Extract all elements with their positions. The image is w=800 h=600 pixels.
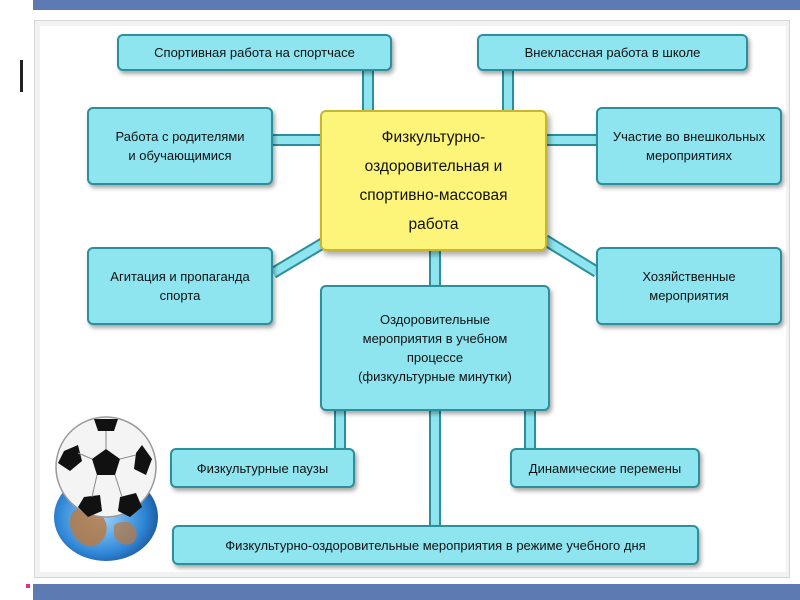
node-breaks: Динамические перемены xyxy=(510,448,700,488)
node-health-lesson: Оздоровительные мероприятия в учебном пр… xyxy=(320,285,550,411)
soccer-ball-globe-icon xyxy=(54,416,158,561)
top-accent-band xyxy=(33,0,800,10)
corner-marker xyxy=(26,584,30,588)
node-outside-events: Участие во внешкольных мероприятиях xyxy=(596,107,782,185)
node-sport-lesson: Спортивная работа на спортчасе xyxy=(117,34,392,71)
node-agitation: Агитация и пропаганда спорта xyxy=(87,247,273,325)
node-center: Физкультурно- оздоровительная и спортивн… xyxy=(320,110,547,251)
bottom-accent-band xyxy=(33,584,800,600)
node-pauses: Физкультурные паузы xyxy=(170,448,355,488)
node-parents: Работа с родителями и обучающимися xyxy=(87,107,273,185)
node-household: Хозяйственные мероприятия xyxy=(596,247,782,325)
node-day-regime: Физкультурно-оздоровительные мероприятия… xyxy=(172,525,699,565)
node-extracurricular: Внеклассная работа в школе xyxy=(477,34,748,71)
left-marker xyxy=(20,60,23,92)
